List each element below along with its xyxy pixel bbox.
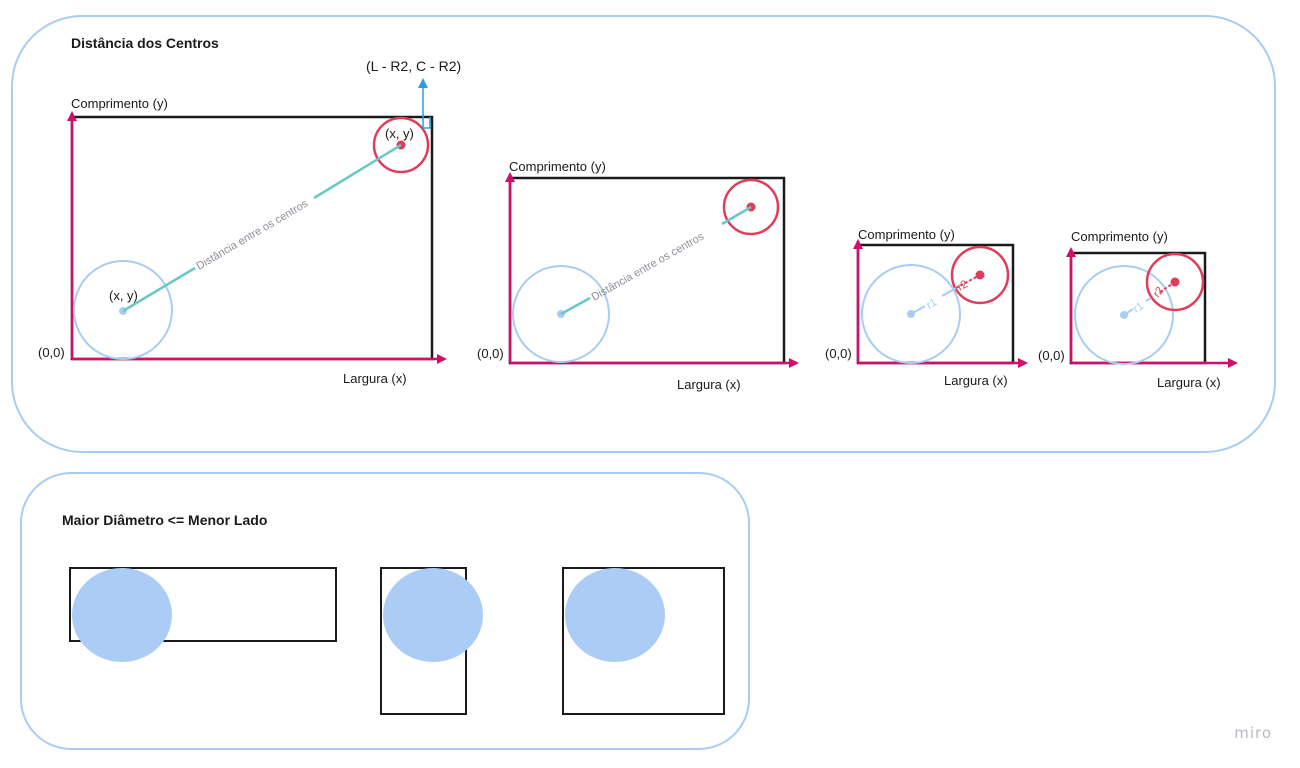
distance-line-a	[122, 266, 196, 313]
r1-label: r1	[1131, 300, 1146, 315]
circle-1	[512, 265, 610, 363]
filled-circle	[72, 568, 172, 662]
circle-2	[722, 178, 780, 236]
radius-r1-line	[910, 305, 926, 315]
origin-label: (0,0)	[477, 346, 504, 361]
circle-1	[73, 260, 173, 360]
frame-distancia-dos-centros	[11, 15, 1276, 453]
frame-title-top: Distância dos Centros	[71, 35, 219, 51]
y-axis-label: Comprimento (y)	[71, 96, 168, 111]
r1-label: r1	[925, 296, 939, 311]
circle-1	[861, 264, 961, 364]
radius-r2-line	[1159, 281, 1176, 293]
formula-label: (L - R2, C - R2)	[366, 58, 461, 74]
wide-rectangle	[69, 567, 337, 642]
y-axis-label: Comprimento (y)	[509, 159, 606, 174]
radius-r1-line-b	[941, 287, 957, 297]
diagram-2: Distância entre os centros Comprimento (…	[477, 159, 799, 392]
distance-line-a	[560, 296, 591, 316]
square	[562, 567, 725, 715]
origin-label: (0,0)	[825, 346, 852, 361]
example-square	[562, 567, 725, 715]
distance-label: Distância entre os centros	[194, 197, 310, 272]
y-axis-label: Comprimento (y)	[1071, 229, 1168, 244]
distance-line-b	[721, 205, 752, 226]
x-axis-label: Largura (x)	[944, 373, 1008, 388]
circle-2	[950, 245, 1010, 305]
radius-r1-line-b	[1145, 297, 1152, 302]
filled-circle	[383, 568, 483, 662]
circle-2	[372, 116, 430, 174]
miro-watermark: miro	[1234, 724, 1272, 742]
circle-1	[1074, 265, 1174, 365]
radius-r1-line	[1123, 308, 1134, 316]
origin-label: (0,0)	[1038, 348, 1065, 363]
formula-arrow	[418, 78, 431, 129]
distance-line-b	[313, 143, 402, 200]
y-axis-label: Comprimento (y)	[858, 227, 955, 242]
x-axis-label: Largura (x)	[343, 371, 407, 386]
frame-title-bottom: Maior Diâmetro <= Menor Lado	[62, 512, 267, 528]
radius-r2-line	[955, 274, 981, 289]
diagram-3: r1 r2 Comprimento (y) Largura (x) (0,0)	[825, 227, 1028, 388]
origin-label: (0,0)	[38, 345, 65, 360]
frame-maior-diametro	[20, 472, 750, 750]
example-tall-rectangle	[380, 567, 483, 715]
diagram-4: r1 r2 Comprimento (y) Largura (x) (0,0)	[1038, 229, 1238, 390]
diagram-1: Distância entre os centros (L - R2, C - …	[38, 58, 461, 386]
example-wide-rectangle	[69, 567, 337, 662]
x-axis-label: Largura (x)	[1157, 375, 1221, 390]
point-label-blue: (x, y)	[109, 288, 138, 303]
point-label-red: (x, y)	[385, 126, 414, 141]
filled-circle	[565, 568, 665, 662]
x-axis-label: Largura (x)	[677, 377, 741, 392]
distance-label: Distância entre os centros	[590, 230, 707, 303]
circle-2-center	[1170, 277, 1180, 287]
circle-2	[1145, 252, 1205, 312]
